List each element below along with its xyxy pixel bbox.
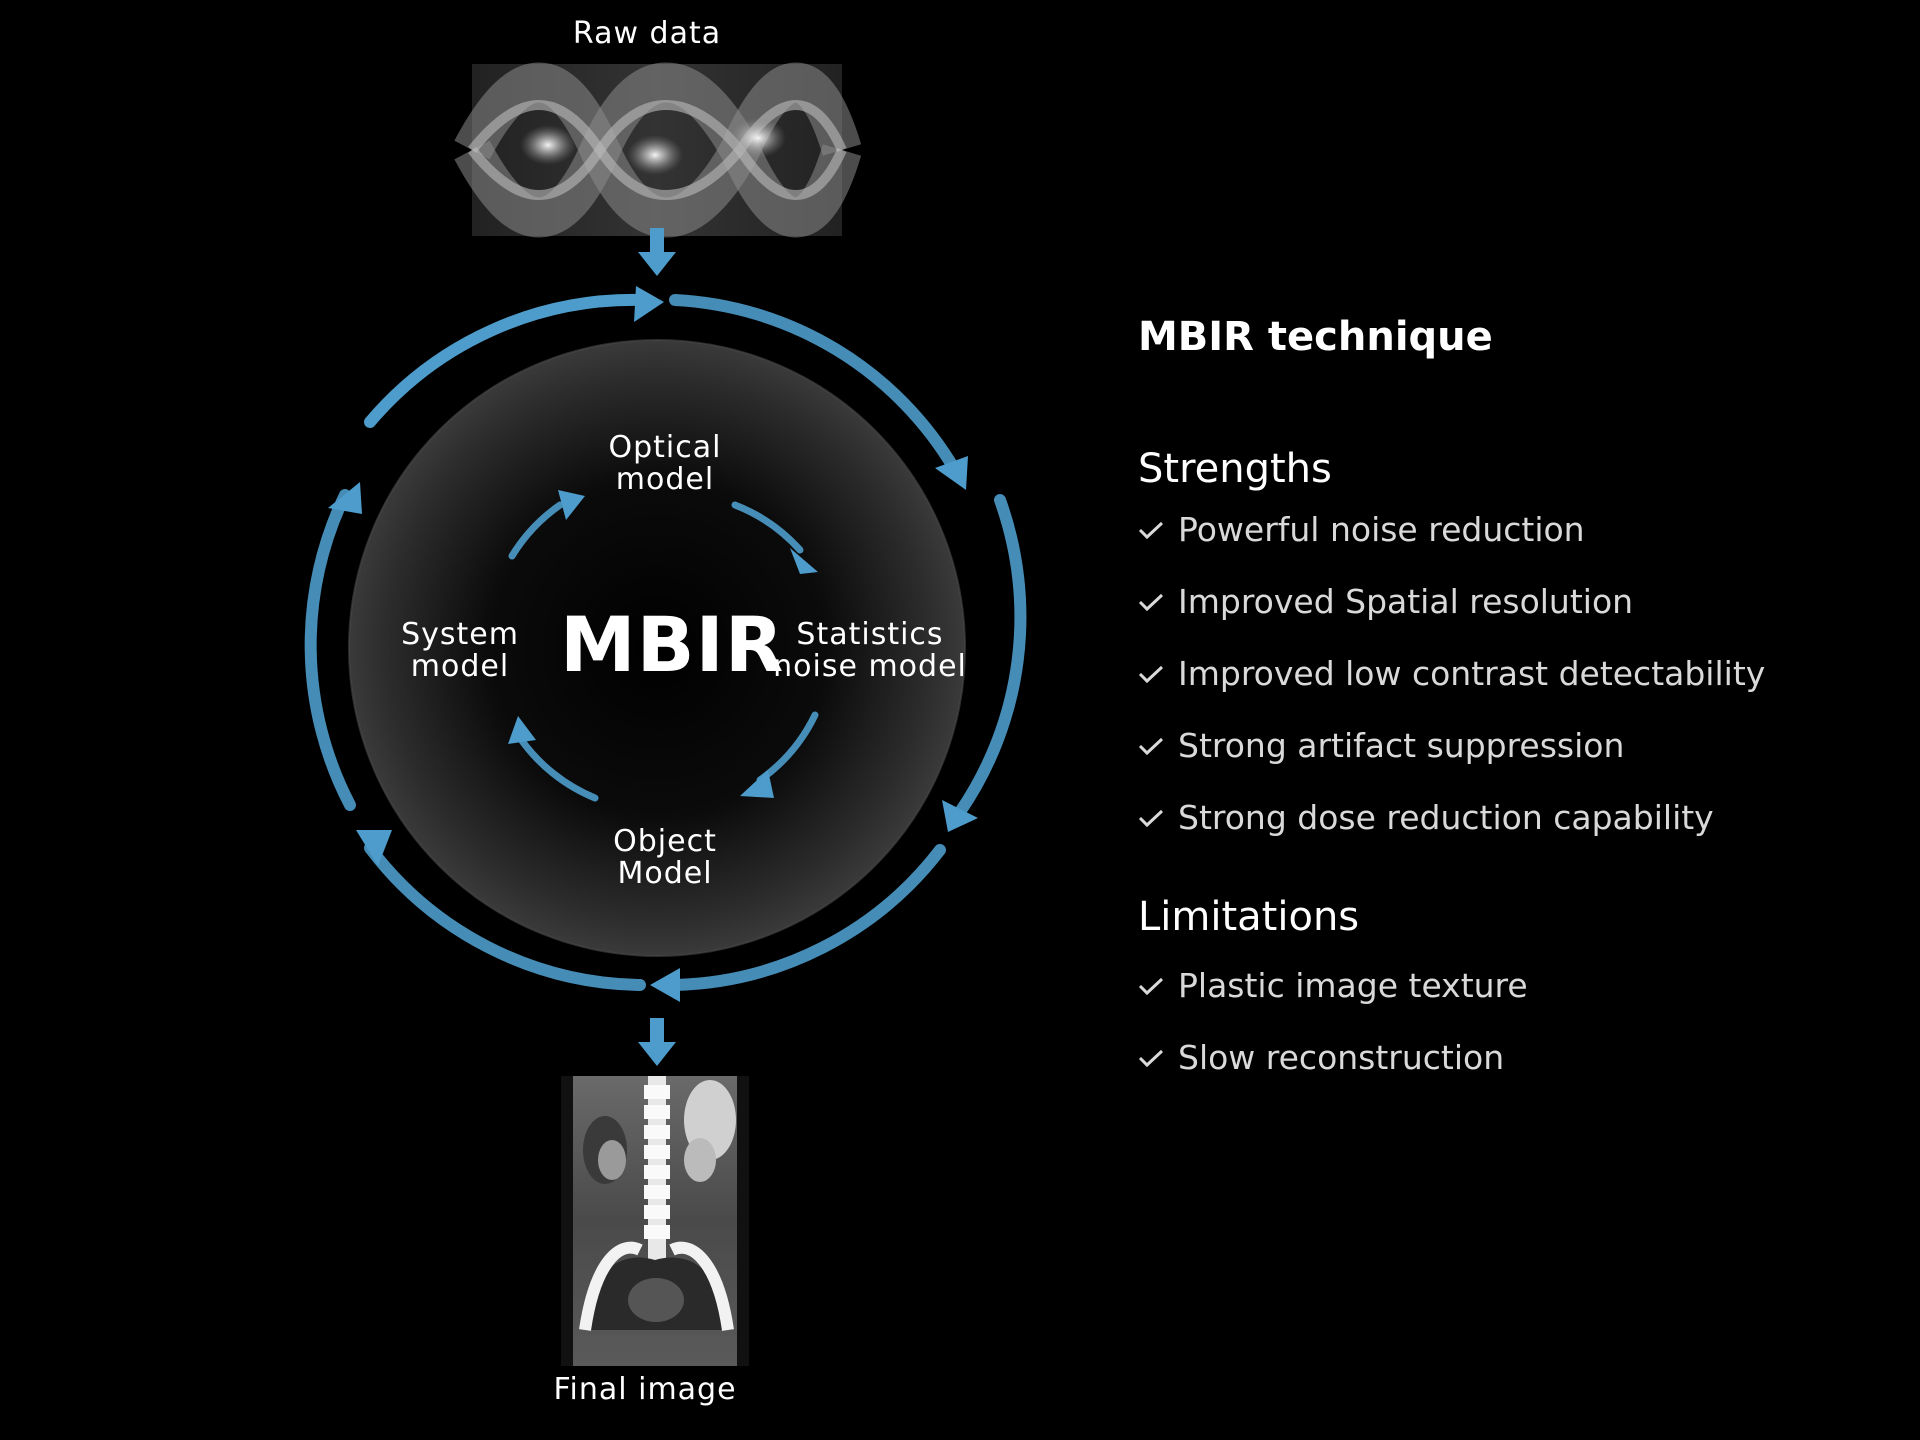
list-item: Strong artifact suppression [1138,710,1898,782]
node-system-line1: System [401,617,519,652]
strengths-list: Powerful noise reduction Improved Spatia… [1138,494,1898,854]
node-statistics-noise-model: Statistics noise model [760,619,980,683]
outer-arc-bottom-right [669,844,946,991]
node-optical-line2: model [615,462,715,497]
outer-cycle-ring [304,293,1027,991]
arrowhead-bottom-left [356,830,392,866]
outer-arc-right [954,494,1027,818]
arrowhead-bottom [650,968,680,1002]
checkmark-icon [1138,809,1164,828]
outer-arc-left [304,489,356,811]
arrowhead-right-upper [935,456,968,490]
node-system-line2: model [410,649,510,684]
strengths-heading: Strengths [1138,446,1332,492]
list-item: Slow reconstruction [1138,1022,1898,1094]
checkmark-icon [1138,593,1164,612]
raw-data-image [454,62,862,238]
list-item: Strong dose reduction capability [1138,782,1898,854]
strength-text: Strong dose reduction capability [1178,798,1714,837]
arrowhead-left [328,482,362,514]
final-image-label: Final image [553,1372,737,1407]
node-system-model: System model [385,619,535,683]
list-item: Improved low contrast detectability [1138,638,1898,710]
limitation-text: Slow reconstruction [1178,1038,1505,1077]
node-statistics-line1: Statistics [796,617,944,652]
arrowhead-right-lower [942,800,978,832]
final-ct-image [561,1076,749,1366]
node-object-line2: Model [617,856,713,891]
strength-text: Improved low contrast detectability [1178,654,1766,693]
list-item: Powerful noise reduction [1138,494,1898,566]
inner-arrowhead-1 [558,490,585,520]
inner-arc-object-system [516,734,599,802]
inner-arc-system-optical [508,501,564,560]
strength-text: Strong artifact suppression [1178,726,1625,765]
inner-arrowhead-2 [790,548,818,574]
panel-title: MBIR technique [1138,314,1493,360]
node-optical-model: Optical model [585,432,745,496]
outer-arc-bottom-left [364,842,646,991]
technique-panel: MBIR technique Strengths Powerful noise … [1138,312,1898,1094]
strength-text: Improved Spatial resolution [1178,582,1634,621]
inner-arrowhead-4 [508,716,536,744]
list-item: Improved Spatial resolution [1138,566,1898,638]
node-object-model: Object Model [585,826,745,890]
center-title-mbir: MBIR [560,600,785,689]
checkmark-icon [1138,665,1164,684]
outer-arrowheads [328,286,978,1002]
down-arrow-bottom [638,1018,676,1066]
center-disc [349,340,965,956]
arrowhead-top [634,286,664,322]
down-arrow-top [638,228,676,276]
node-object-line1: Object [613,824,717,859]
inner-arrowhead-3 [740,770,774,798]
outer-arc-top-left [364,293,646,428]
strength-text: Powerful noise reduction [1178,510,1585,549]
node-statistics-line2: noise model [773,649,967,684]
limitations-heading: Limitations [1138,894,1360,940]
raw-data-label: Raw data [572,16,722,51]
checkmark-icon [1138,521,1164,540]
inner-arrowheads [508,490,818,798]
list-item: Plastic image texture [1138,950,1898,1022]
node-optical-line1: Optical [608,430,722,465]
checkmark-icon [1138,737,1164,756]
limitations-list: Plastic image texture Slow reconstructio… [1138,950,1898,1094]
outer-arc-top-right [669,294,961,476]
checkmark-icon [1138,1049,1164,1068]
limitation-text: Plastic image texture [1178,966,1528,1005]
inner-arc-optical-statistics [731,501,804,554]
checkmark-icon [1138,977,1164,996]
